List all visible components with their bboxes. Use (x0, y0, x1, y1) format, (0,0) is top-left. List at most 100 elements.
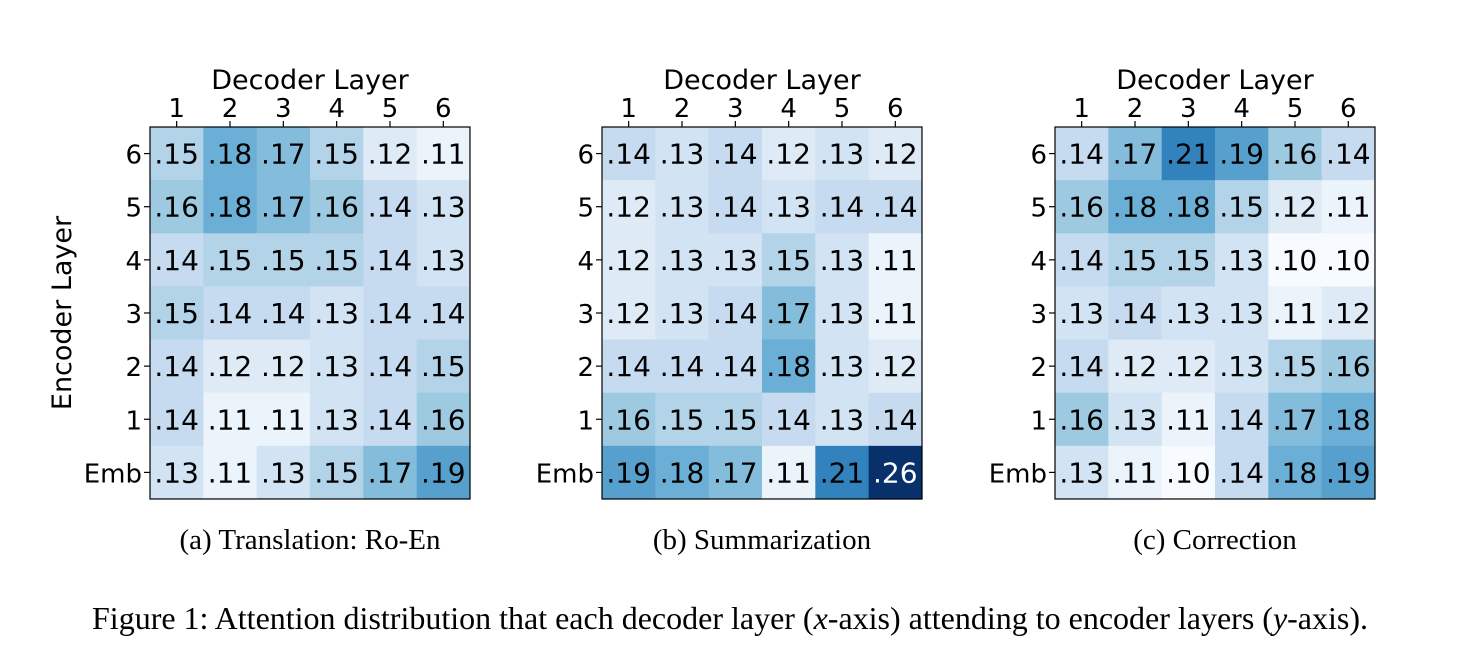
cell-value-label: .11 (1273, 297, 1318, 330)
y-tick-label: 5 (1030, 194, 1047, 224)
heatmap-cell (1268, 233, 1323, 288)
heatmap-cell (256, 445, 311, 500)
cell-value-label: .21 (1166, 138, 1211, 171)
cell-value-label: .12 (873, 138, 918, 171)
cell-value-label: .10 (1326, 244, 1371, 277)
cell-value-label: .14 (368, 244, 413, 277)
heatmap-cell (1108, 286, 1163, 341)
cell-value-label: .11 (873, 244, 918, 277)
cell-value-label: .14 (1219, 456, 1264, 489)
heatmap-cell (1321, 180, 1376, 234)
cell-value-label: .14 (1113, 297, 1158, 330)
y-tick-label: 5 (577, 194, 594, 224)
heatmap-cell (602, 233, 656, 288)
heatmap-cell (1214, 233, 1269, 288)
cell-value-label: .16 (606, 403, 651, 436)
heatmap-cell (309, 392, 364, 447)
cell-value-label: .17 (261, 191, 306, 224)
cell-value-label: .13 (1219, 350, 1264, 383)
heatmap-cell (1161, 392, 1216, 447)
cell-value-label: .26 (873, 456, 918, 489)
cell-value-label: .13 (1166, 297, 1211, 330)
cell-value-label: .15 (314, 138, 359, 171)
heatmap-cell (655, 127, 710, 181)
heatmap-cell (655, 445, 710, 500)
heatmap-cell (1108, 233, 1163, 288)
cell-value-label: .11 (208, 456, 253, 489)
cell-value-label: .11 (261, 403, 306, 436)
heatmap-cell (655, 339, 710, 394)
x-tick-label: 3 (275, 94, 292, 124)
cell-value-label: .12 (606, 244, 651, 277)
cell-value-label: .14 (154, 403, 199, 436)
heatmap-cell (602, 180, 656, 234)
heatmap-cell (868, 445, 923, 500)
cell-value-label: .13 (766, 191, 811, 224)
cell-value-label: .17 (766, 297, 811, 330)
cell-value-label: .13 (314, 403, 359, 436)
heatmap-cell (1108, 445, 1163, 500)
cell-value-label: .14 (766, 403, 811, 436)
cell-value-label: .13 (820, 297, 865, 330)
heatmap-panel-1: .15.18.17.15.12.11.16.18.17.16.14.13.14.… (47, 65, 471, 556)
heatmap-cell (1161, 180, 1216, 234)
cell-value-label: .14 (368, 403, 413, 436)
heatmap-cell (363, 180, 418, 234)
heatmap-cell (815, 339, 870, 394)
heatmap-cell (761, 233, 816, 288)
heatmap-cell (761, 339, 816, 394)
cell-value-label: .13 (421, 191, 466, 224)
heatmap-cell (602, 286, 656, 341)
heatmap-cell (1268, 339, 1323, 394)
heatmap-cell (868, 233, 923, 288)
cell-value-label: .13 (660, 191, 705, 224)
heatmap-cell (868, 180, 923, 234)
heatmap-cell (309, 180, 364, 234)
cell-value-label: .12 (1113, 350, 1158, 383)
heatmap-cell (150, 445, 204, 500)
y-tick-label: 4 (125, 247, 142, 277)
cell-value-label: .15 (1166, 244, 1211, 277)
heatmap-cell (815, 233, 870, 288)
cell-value-label: .14 (873, 403, 918, 436)
cell-value-label: .19 (1219, 138, 1264, 171)
subfigure-caption: (c) Correction (1133, 524, 1297, 556)
cell-value-label: .11 (1326, 191, 1371, 224)
heatmap-cell (602, 127, 656, 181)
cell-value-label: .15 (1113, 244, 1158, 277)
x-tick-label: 4 (328, 94, 345, 124)
heatmap-cell (708, 445, 763, 500)
heatmap-cell (655, 392, 710, 447)
x-tick-label: 5 (834, 94, 851, 124)
y-tick-label: 4 (1030, 247, 1047, 277)
cell-value-label: .11 (1166, 403, 1211, 436)
heatmap-cell (602, 445, 656, 500)
heatmap-cell (256, 233, 311, 288)
cell-value-label: .15 (154, 297, 199, 330)
heatmap-cell (708, 233, 763, 288)
cell-value-label: .15 (1219, 191, 1264, 224)
heatmap-cell (1214, 127, 1269, 181)
cell-value-label: .14 (606, 350, 651, 383)
cell-value-label: .12 (873, 350, 918, 383)
cell-value-label: .14 (713, 350, 758, 383)
cell-value-label: .18 (766, 350, 811, 383)
cell-value-label: .14 (660, 350, 705, 383)
heatmap-cell (203, 180, 258, 234)
heatmap-cell (1161, 286, 1216, 341)
heatmap-cell (363, 445, 418, 500)
subfigure-caption: (a) Translation: Ro-En (179, 524, 440, 556)
cell-value-label: .12 (1273, 191, 1318, 224)
x-tick-label: 4 (780, 94, 797, 124)
cell-value-label: .13 (820, 350, 865, 383)
y-tick-label: 2 (577, 353, 594, 383)
x-axis-label: Decoder Layer (1116, 65, 1314, 96)
heatmap-cell (309, 445, 364, 500)
heatmap-cell (708, 127, 763, 181)
heatmap-cell (1321, 286, 1376, 341)
cell-value-label: .16 (1059, 403, 1104, 436)
cell-value-label: .17 (368, 456, 413, 489)
heatmap-cell (1055, 445, 1109, 500)
cell-value-label: .11 (208, 403, 253, 436)
x-tick-label: 6 (435, 94, 452, 124)
